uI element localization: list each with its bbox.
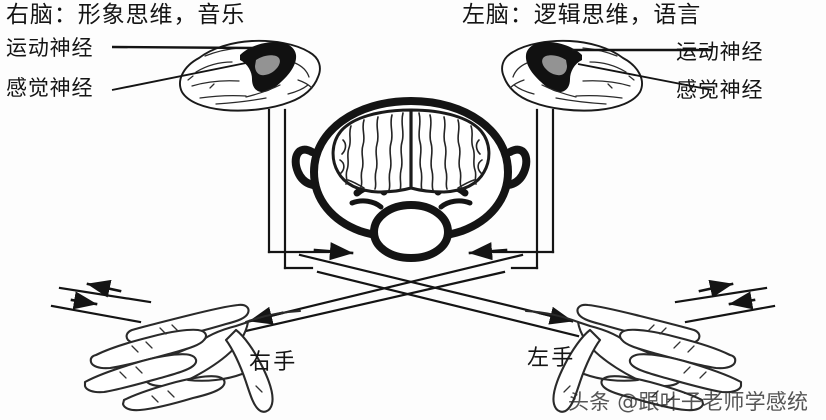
- left-brain-title: 左脑：逻辑思维，语言: [462, 2, 702, 28]
- crossed-pathway-arrows-icon: [50, 108, 776, 338]
- brain-lateral-icon-left-side: [111, 39, 321, 112]
- brain-lateral-icon-right-side: [501, 39, 713, 112]
- watermark: 头条 @跟叶子老师学感统: [568, 390, 809, 414]
- left-hand-label: 左手: [527, 346, 576, 371]
- right-brain-title: 右脑：形象思维，音乐: [6, 2, 246, 28]
- right-sensory-nerve-label: 感觉神经: [6, 76, 94, 100]
- left-motor-nerve-label: 运动神经: [676, 40, 764, 64]
- head-top-view-brain-icon: [291, 97, 531, 263]
- hand-outline-icon-left: [83, 303, 302, 413]
- right-motor-nerve-label: 运动神经: [6, 36, 94, 60]
- hand-outline-icon-right: [524, 303, 743, 413]
- right-hand-label: 右手: [249, 350, 298, 375]
- left-sensory-nerve-label: 感觉神经: [676, 78, 764, 102]
